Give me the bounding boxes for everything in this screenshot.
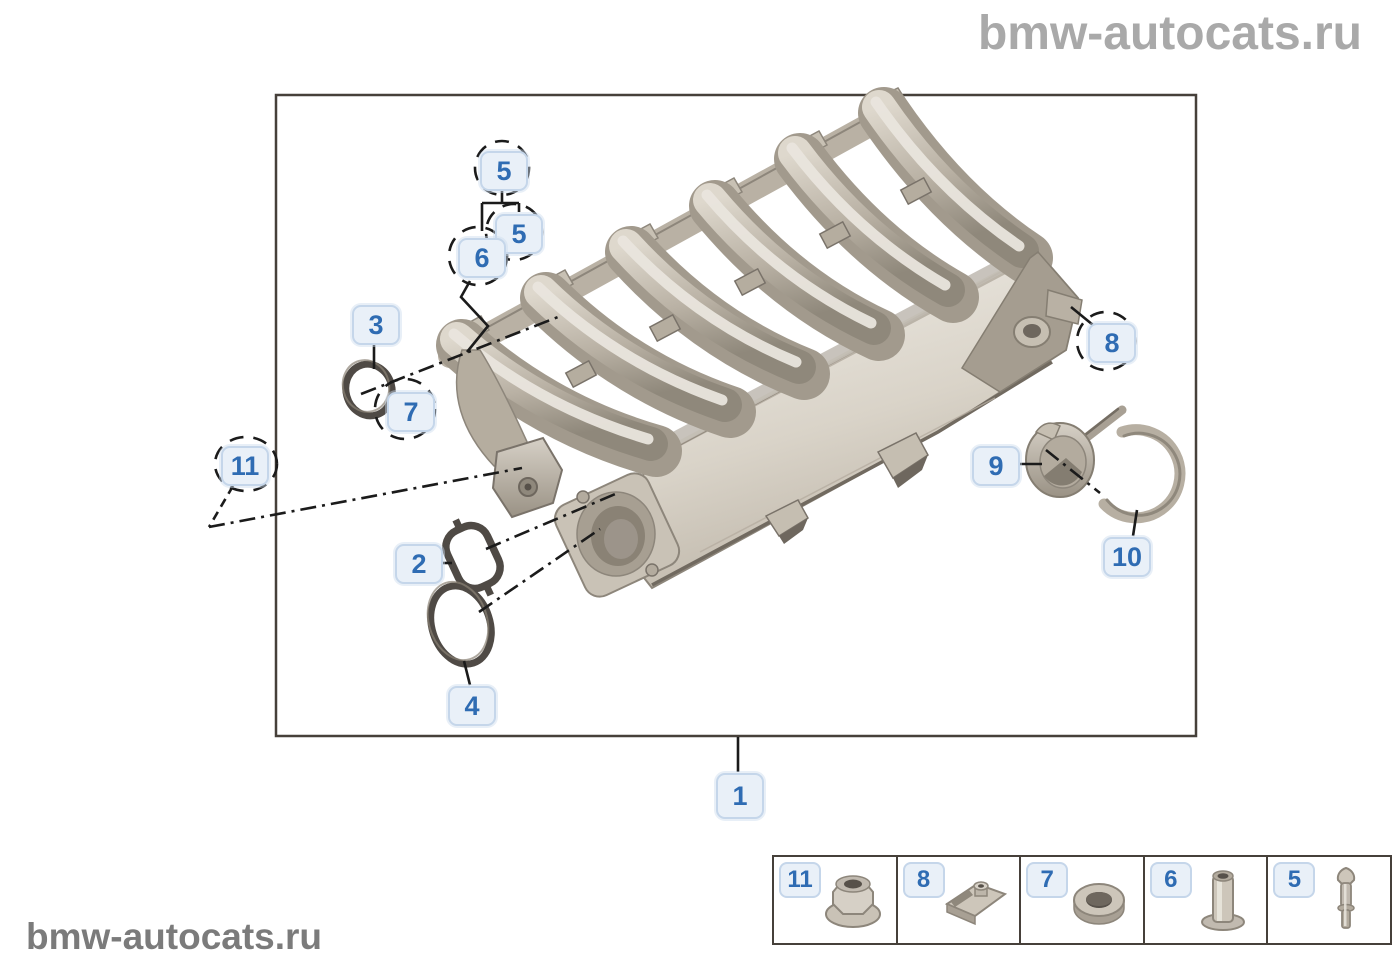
legend-label-11: 11 [779,862,821,898]
flange-nut-icon [824,875,881,928]
callout-8: 8 [1088,323,1136,363]
plenum-brackets [764,432,929,544]
callout-6: 6 [458,238,506,278]
o-ring-4 [426,580,495,668]
fasteners-legend: 11 8 7 [772,855,1392,945]
sleeve-bushing-icon [1200,870,1245,931]
callout-4: 4 [448,686,496,726]
retaining-hook-10 [1098,424,1186,524]
legend-cell-clip-nut: 8 [895,857,1020,943]
legend-cell-stud: 5 [1266,857,1390,943]
clip-nut-icon [945,881,1008,926]
legend-cell-sleeve: 6 [1142,857,1267,943]
callout-11: 11 [221,446,269,486]
callout-1: 1 [716,773,764,819]
stud-icon [1336,866,1356,929]
callout-3: 3 [352,305,400,345]
profile-gasket-2 [442,518,504,597]
throttle-flange [553,472,681,598]
callout-2: 2 [395,544,443,584]
intake-manifold-body [436,87,1083,598]
watermark-bottom-left: bmw-autocats.ru [26,916,323,957]
watermark-top-right: bmw-autocats.ru [977,7,1362,60]
legend-label-5: 5 [1273,862,1316,898]
legend-label-6: 6 [1149,862,1192,898]
clip-nut-mounting-tab [1045,289,1083,325]
legend-cell-flange-nut: 11 [774,857,896,943]
legend-cell-washer: 7 [1019,857,1143,943]
legend-label-7: 7 [1026,862,1069,898]
callout-9: 9 [972,446,1020,486]
callout-10: 10 [1103,537,1152,577]
vacuum-actuator-9 [1025,405,1127,498]
callout-5-upper: 5 [480,151,528,191]
washer-icon [1072,883,1125,925]
o-ring-3 [341,359,396,420]
callout-7: 7 [387,392,435,432]
legend-label-8: 8 [902,862,945,898]
